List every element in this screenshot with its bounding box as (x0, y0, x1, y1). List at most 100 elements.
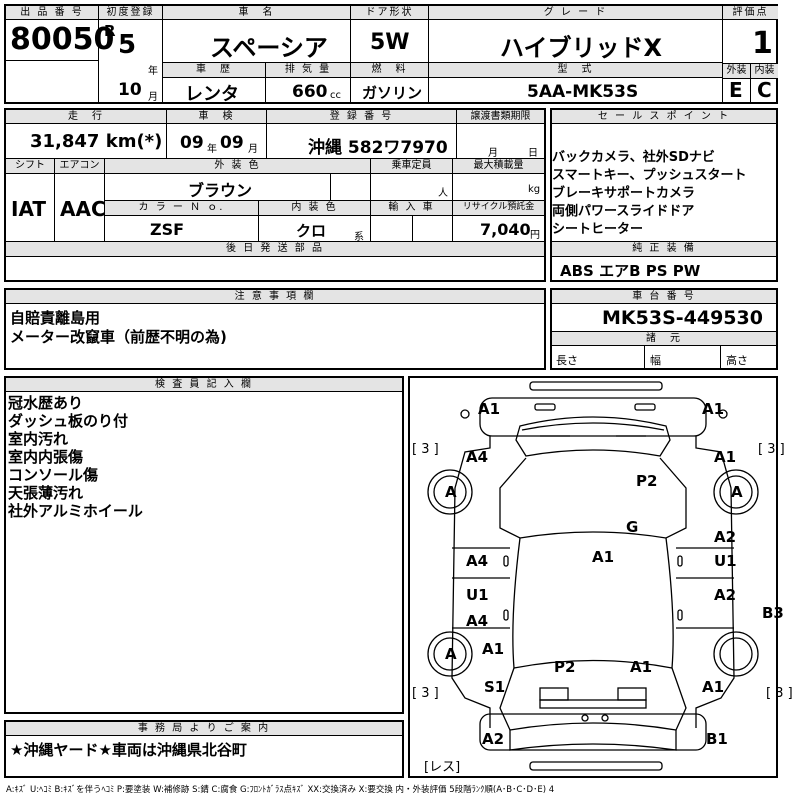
recycle-unit: 円 (530, 230, 540, 241)
height-label: 高さ (726, 354, 748, 367)
damage-mark: A1 (482, 640, 505, 658)
inspection-month: 09 (220, 133, 244, 153)
tire-right-bottom: [ 3 ] (766, 686, 793, 701)
sales-points-section (550, 108, 778, 282)
first-reg-year: 5 (118, 30, 137, 60)
damage-mark: P2 (636, 472, 658, 490)
ext-color: ブラウン (188, 181, 253, 200)
tire-left-bottom: [ 3 ] (412, 686, 439, 701)
length-label: 長さ (556, 354, 578, 367)
month-unit: 月 (148, 92, 158, 103)
shift-label: シフト (6, 159, 54, 173)
chassis-section (550, 288, 778, 370)
damage-mark: A (731, 483, 743, 501)
ext-color-label: 外 装 色 (105, 159, 370, 173)
sales-point-line: 両側パワースライドドア (552, 204, 695, 219)
damage-mark: A2 (714, 586, 737, 604)
year-unit: 年 (148, 66, 158, 77)
damage-mark: S1 (484, 678, 506, 696)
ext-grade: E (729, 78, 743, 102)
car-name-label: 車 名 (163, 6, 350, 19)
caution-line: 自賠責離島用 (10, 309, 101, 327)
int-color: クロ (296, 222, 327, 240)
transfer-day-unit: 日 (528, 148, 538, 159)
first-reg-month: 10 (118, 80, 142, 100)
inspector-line: 天張薄汚れ (8, 484, 84, 502)
transfer-label: 譲渡書類期限 (457, 110, 544, 123)
ac: AAC (60, 197, 106, 221)
damage-mark: U1 (466, 586, 489, 604)
damage-mark: A1 (702, 678, 725, 696)
import-label: 輸 入 車 (371, 201, 452, 215)
damage-mark: U1 (714, 552, 737, 570)
inspector-line: 室内汚れ (8, 430, 69, 448)
damage-mark: A4 (466, 448, 489, 466)
equipment: ABS エアB PS PW (560, 262, 701, 280)
tire-left-top: [ 3 ] (412, 442, 439, 457)
ext-label: 外装 (723, 64, 750, 78)
damage-mark: A1 (714, 448, 737, 466)
damage-mark: A4 (466, 612, 489, 630)
capacity-label: 乗車定員 (371, 159, 452, 173)
sales-points-label: セ ー ル ス ポ イ ン ト (552, 110, 776, 123)
inspection-label: 車 検 (167, 110, 266, 123)
capacity-unit: 人 (438, 188, 448, 199)
inspector-section (4, 376, 404, 714)
disp-label: 排 気 量 (266, 63, 350, 77)
vehicle-details-section (4, 108, 546, 282)
sales-points-list: バックカメラ、社外SDナビ スマートキー、プッシュスタート ブレーキサポートカメ… (552, 149, 776, 239)
score-label: 評価点 (723, 6, 778, 19)
disp-unit: cc (330, 90, 341, 101)
load-label: 最大積載量 (453, 159, 544, 173)
sales-point-line: バックカメラ、社外SDナビ (552, 150, 715, 165)
color-no: ZSF (150, 220, 185, 239)
damage-mark: B3 (762, 604, 784, 622)
damage-mark: G (626, 518, 639, 536)
inspector-line: 冠水歴あり (8, 394, 84, 412)
damage-diagram: [ 3 ] [ 3 ] [ 3 ] [ 3 ] [レス] A1 A1 A4 A1… (408, 376, 793, 778)
office-section (4, 720, 404, 778)
model: 5AA-MK53S (527, 82, 639, 102)
fuel: ガソリン (362, 84, 423, 102)
shift: IAT (11, 197, 47, 221)
width-label: 幅 (650, 354, 661, 367)
lot-no: 80050 (10, 22, 115, 57)
recycle: 7,040 (480, 220, 531, 239)
inspector-line: 社外アルミホイール (8, 502, 143, 520)
int-color-unit: 系 (354, 232, 364, 243)
damage-mark: A4 (466, 552, 489, 570)
equipment-label: 純 正 装 備 (552, 242, 776, 256)
damage-mark: A1 (630, 658, 653, 676)
caution-label: 注 意 事 項 欄 (6, 290, 544, 303)
chassis-no: MK53S-449530 (602, 307, 763, 329)
sales-point-line: ブレーキサポートカメラ (552, 186, 696, 201)
office-label: 事 務 局 よ り ご 案 内 (6, 722, 402, 735)
inspector-line: 室内内張傷 (8, 448, 84, 466)
inspection-month-unit: 月 (248, 144, 258, 155)
first-reg-label: 初度登録 (99, 6, 162, 19)
header-section (4, 4, 778, 104)
damage-mark: B1 (706, 730, 728, 748)
ac-label: エアコン (55, 159, 104, 173)
chassis-label: 車 台 番 号 (552, 290, 776, 303)
damage-mark: A2 (482, 730, 505, 748)
recycle-label: リサイクル預託金 (453, 201, 544, 215)
caution-line: メーター改竄車（前歴不明の為) (10, 328, 227, 346)
mileage: 31,847 km(*) (30, 131, 163, 152)
transfer-month-unit: 月 (488, 148, 498, 159)
score: 1 (752, 26, 773, 61)
inspection-year-unit: 年 (207, 144, 217, 155)
inspector-line: コンソール傷 (8, 466, 99, 484)
damage-mark: P2 (554, 658, 576, 676)
inspection-year: 09 (180, 133, 204, 153)
caution-notes: 自賠責離島用 メーター改竄車（前歴不明の為) (10, 309, 227, 347)
reg-label: 登 録 番 号 (267, 110, 456, 123)
car-name: スペーシア (210, 34, 328, 62)
later-parts-label: 後 日 発 送 部 品 (6, 242, 544, 256)
damage-mark: A (445, 645, 457, 663)
spare-tire: [レス] (424, 760, 461, 775)
model-label: 型 式 (429, 63, 722, 77)
color-no-label: カ ラ ー Ｎ ｏ. (105, 201, 258, 215)
sales-point-line: シートヒーター (552, 222, 644, 237)
history-label: 車 歴 (163, 63, 265, 77)
